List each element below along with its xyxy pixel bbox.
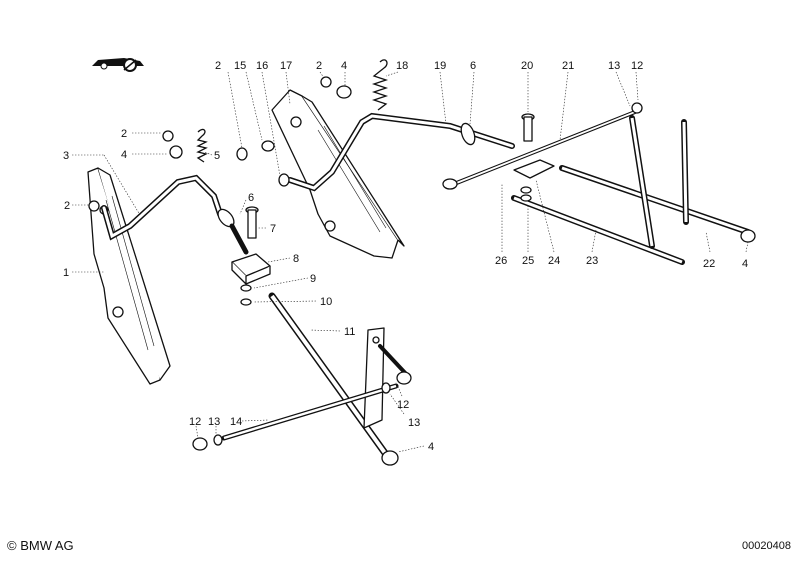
callout-19: 19	[434, 60, 446, 72]
bushings-small	[88, 76, 352, 212]
callout-10: 10	[320, 296, 332, 308]
pedal-bracket-center	[271, 89, 405, 259]
callout-2: 2	[121, 128, 127, 140]
callout-22: 22	[703, 258, 715, 270]
callout-25: 25	[522, 255, 534, 267]
callout-13: 13	[408, 417, 420, 429]
copyright-notice: © BMW AG	[7, 538, 74, 553]
linkage-rod-upper	[442, 102, 643, 190]
callout-6: 6	[248, 192, 254, 204]
linkage-rod-lower	[192, 371, 412, 451]
clamp-assembly-right	[513, 159, 555, 202]
callout-12: 12	[189, 416, 201, 428]
callout-13: 13	[208, 416, 220, 428]
callout-4: 4	[341, 60, 347, 72]
bolt-20	[521, 113, 535, 142]
spring-5	[196, 128, 208, 163]
document-number: 00020408	[742, 540, 791, 552]
callout-4: 4	[428, 441, 434, 453]
shaft-left-bent	[101, 174, 249, 255]
callout-15: 15	[234, 60, 246, 72]
callout-20: 20	[521, 60, 533, 72]
spring-18	[371, 59, 389, 111]
callout-2: 2	[64, 200, 70, 212]
callout-1: 1	[63, 267, 69, 279]
callout-12: 12	[397, 399, 409, 411]
callout-13: 13	[608, 60, 620, 72]
callout-24: 24	[548, 255, 560, 267]
callout-labels: 1 2 2 2 2 3 4 4 4 4 5 6 6 7 8 9 10 11 12…	[63, 60, 748, 453]
callout-21: 21	[562, 60, 574, 72]
callout-2: 2	[215, 60, 221, 72]
callout-11: 11	[344, 326, 355, 338]
callout-26: 26	[495, 255, 507, 267]
callout-12: 12	[631, 60, 643, 72]
clamp-block-8	[231, 206, 271, 306]
callout-7: 7	[270, 223, 276, 235]
shaft-center-bent	[278, 112, 515, 192]
callout-4: 4	[121, 149, 127, 161]
callout-6: 6	[470, 60, 476, 72]
callout-16: 16	[256, 60, 268, 72]
callout-23: 23	[586, 255, 598, 267]
cross-shafts-right	[511, 115, 756, 265]
callout-8: 8	[293, 253, 299, 265]
callout-17: 17	[280, 60, 292, 72]
car-symbol-icon	[92, 58, 144, 72]
callout-18: 18	[396, 60, 408, 72]
callout-14: 14	[230, 416, 242, 428]
callout-3: 3	[63, 150, 69, 162]
callout-2: 2	[316, 60, 322, 72]
callout-5: 5	[214, 150, 220, 162]
callout-4: 4	[742, 258, 748, 270]
shaft-11	[268, 292, 399, 466]
callout-9: 9	[310, 273, 316, 285]
leader-lines	[72, 71, 749, 453]
